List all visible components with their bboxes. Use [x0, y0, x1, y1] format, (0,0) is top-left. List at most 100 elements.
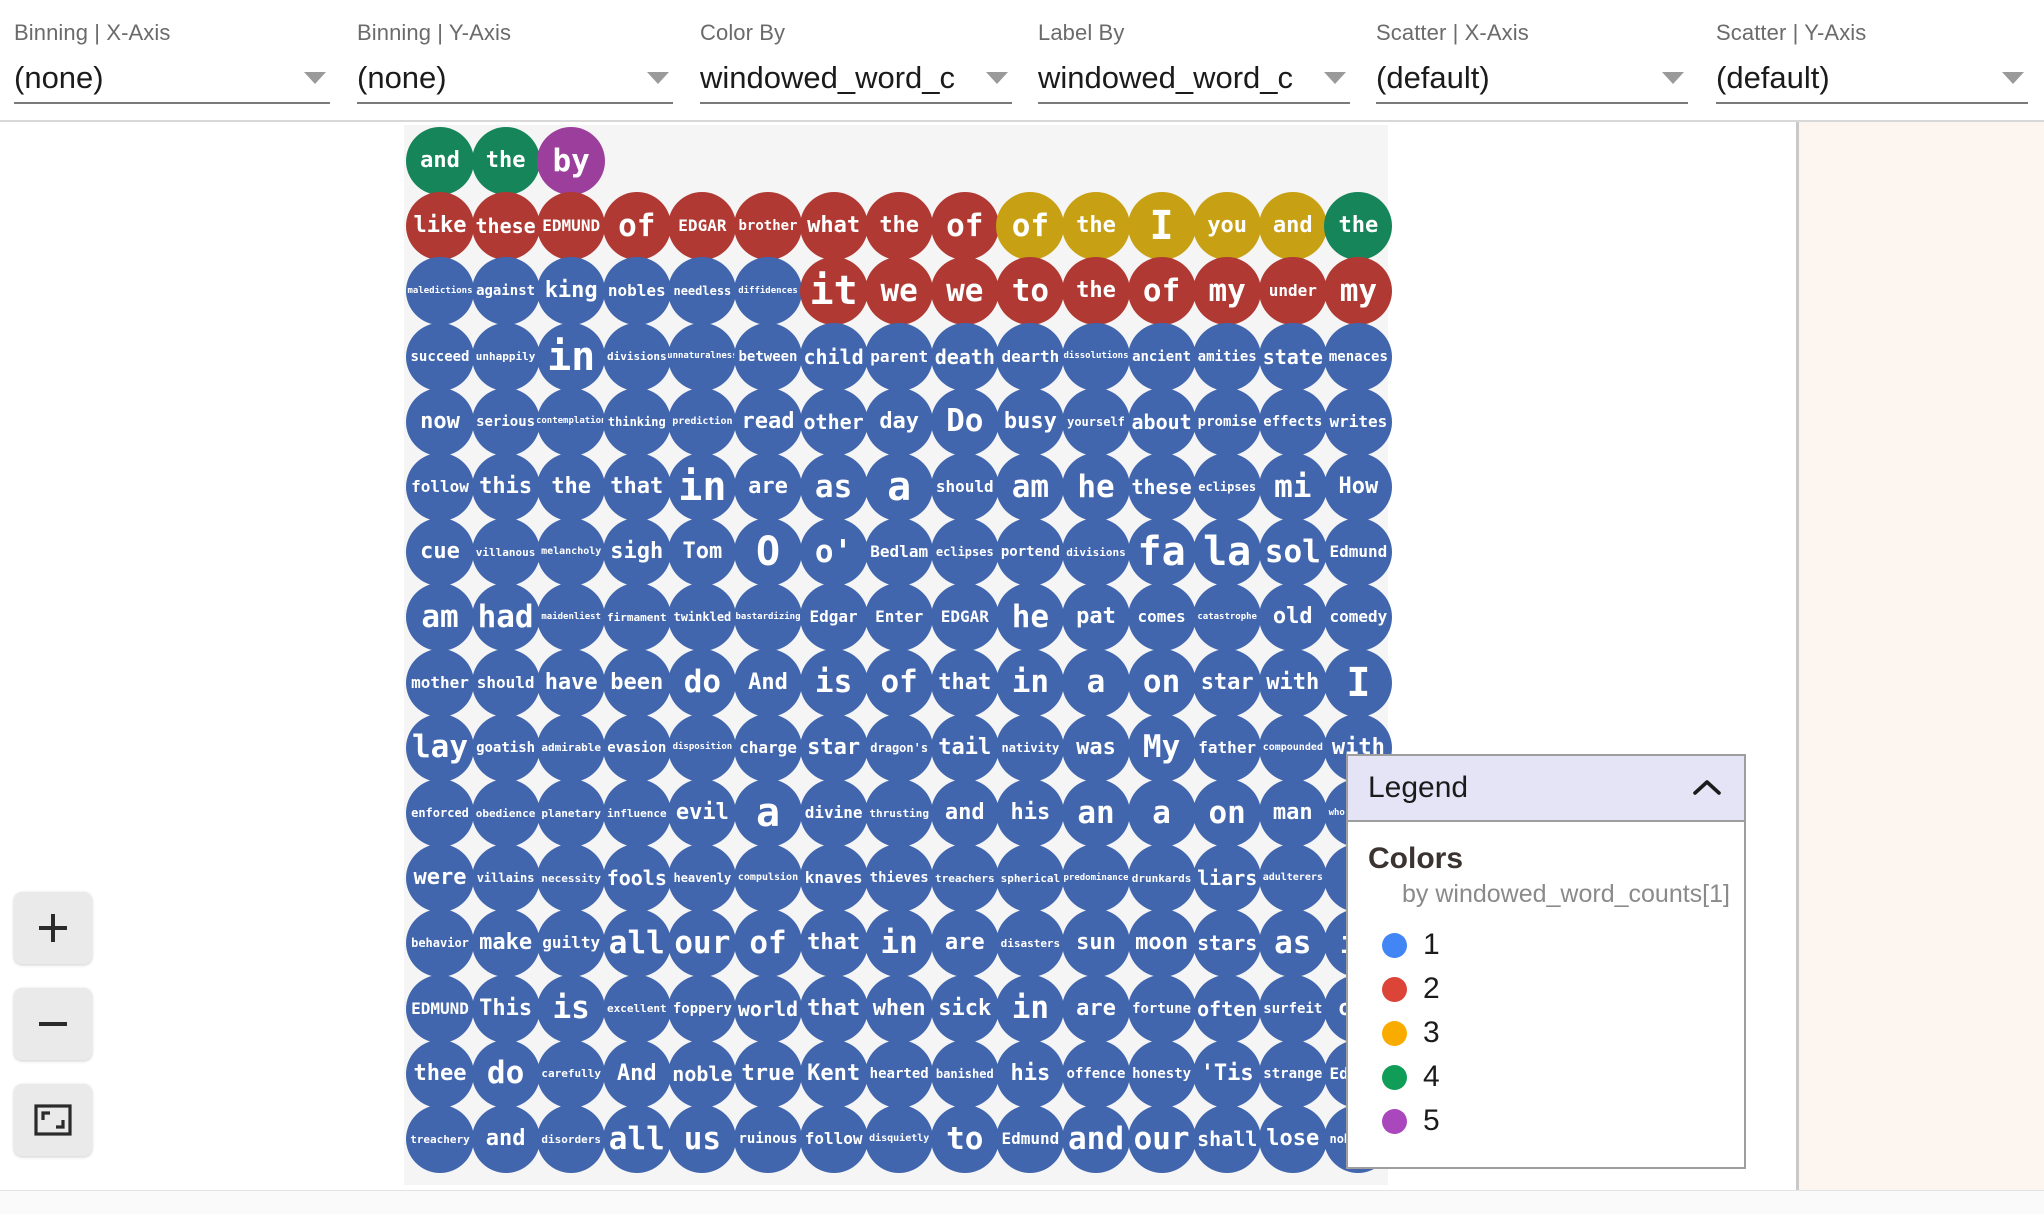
word-bubble[interactable]: father — [1193, 713, 1262, 782]
word-bubble[interactable]: been — [602, 648, 671, 717]
word-bubble[interactable]: evasion — [602, 713, 671, 782]
word-bubble[interactable]: bastardizing — [734, 583, 802, 652]
word-bubble[interactable]: day — [865, 387, 934, 456]
word-bubble[interactable]: 'Tis — [1193, 1039, 1262, 1108]
word-bubble[interactable]: shall — [1193, 1105, 1262, 1173]
word-bubble[interactable]: Edmund — [1324, 518, 1393, 587]
word-bubble[interactable]: pat — [1062, 583, 1130, 652]
word-bubble[interactable]: offence — [1062, 1039, 1130, 1108]
word-bubble[interactable]: eclipses — [1193, 453, 1262, 521]
word-bubble[interactable]: menaces — [1324, 322, 1393, 391]
word-bubble[interactable]: the — [1062, 257, 1130, 326]
chevron-down-icon[interactable] — [1324, 72, 1346, 84]
word-bubble[interactable]: in — [537, 322, 606, 391]
word-bubble[interactable]: EDMUND — [537, 192, 606, 261]
word-bubble[interactable]: busy — [996, 387, 1065, 456]
word-bubble[interactable]: mother — [406, 648, 474, 717]
word-bubble[interactable]: a — [865, 453, 934, 521]
word-bubble[interactable]: heavenly — [668, 844, 737, 913]
word-bubble[interactable]: needless — [668, 257, 737, 326]
word-bubble[interactable]: My — [1127, 713, 1196, 782]
word-bubble[interactable]: unnaturalness — [668, 322, 737, 391]
word-bubble[interactable]: as — [799, 453, 868, 521]
word-bubble[interactable]: read — [734, 387, 802, 456]
word-bubble[interactable]: am — [406, 583, 474, 652]
word-bubble[interactable]: man — [1258, 779, 1327, 847]
chevron-down-icon[interactable] — [986, 72, 1008, 84]
word-bubble[interactable]: excellent — [602, 974, 671, 1043]
chevron-down-icon[interactable] — [2002, 72, 2024, 84]
word-bubble[interactable]: our — [668, 909, 737, 978]
word-bubble[interactable]: liars — [1193, 844, 1262, 913]
word-bubble[interactable]: that — [799, 974, 868, 1043]
word-bubble[interactable]: Bedlam — [865, 518, 934, 587]
control-scatter-x-axis[interactable]: Scatter | X-Axis (default) — [1376, 20, 1688, 104]
word-bubble[interactable]: carefully — [537, 1039, 606, 1108]
word-bubble[interactable]: to — [996, 257, 1065, 326]
word-bubble[interactable]: surfeit — [1258, 974, 1327, 1043]
word-bubble[interactable]: and — [1062, 1105, 1130, 1173]
word-bubble[interactable]: evil — [668, 779, 737, 847]
word-bubble[interactable]: compounded — [1258, 713, 1327, 782]
word-bubble[interactable]: king — [537, 257, 606, 326]
word-bubble[interactable]: amities — [1193, 322, 1262, 391]
word-bubble[interactable]: we — [930, 257, 999, 326]
word-bubble[interactable]: influence — [602, 779, 671, 847]
word-bubble[interactable]: comedy — [1324, 583, 1393, 652]
word-bubble[interactable]: do — [471, 1039, 540, 1108]
word-bubble[interactable]: cue — [406, 518, 474, 587]
word-bubble[interactable]: fortune — [1127, 974, 1196, 1043]
word-bubble[interactable]: had — [471, 583, 540, 652]
word-bubble[interactable]: that — [799, 909, 868, 978]
word-bubble[interactable]: of — [865, 648, 934, 717]
word-bubble[interactable]: diffidences — [734, 257, 802, 326]
word-bubble[interactable]: melancholy — [537, 518, 606, 587]
word-bubble[interactable]: with — [1258, 648, 1327, 717]
word-bubble[interactable]: follow — [406, 453, 474, 521]
legend-item[interactable]: 3 — [1382, 1011, 1744, 1055]
word-bubble[interactable]: is — [537, 974, 606, 1043]
control-select[interactable]: (none) — [14, 56, 330, 104]
word-bubble[interactable]: are — [1062, 974, 1130, 1043]
word-bubble[interactable]: dragon's — [865, 713, 934, 782]
word-bubble[interactable]: o' — [799, 518, 868, 587]
word-bubble[interactable]: tail — [930, 713, 999, 782]
word-bubble[interactable]: between — [734, 322, 802, 391]
word-bubble[interactable]: in — [668, 453, 737, 521]
word-bubble[interactable]: sigh — [602, 518, 671, 587]
word-bubble[interactable]: serious — [471, 387, 540, 456]
word-bubble[interactable]: the — [1324, 192, 1393, 261]
word-bubble[interactable]: catastrophe — [1193, 583, 1262, 652]
word-bubble[interactable]: fa — [1127, 518, 1196, 587]
word-bubble[interactable]: maledictions — [406, 257, 474, 326]
word-bubble[interactable]: planetary — [537, 779, 606, 847]
control-select[interactable]: (default) — [1376, 56, 1688, 104]
word-bubble[interactable]: goatish — [471, 713, 540, 782]
word-bubble[interactable]: Do — [930, 387, 999, 456]
word-bubble[interactable]: strange — [1258, 1039, 1327, 1108]
word-bubble[interactable]: follow — [799, 1105, 868, 1173]
word-bubble[interactable]: should — [930, 453, 999, 521]
word-bubble[interactable]: all — [602, 909, 671, 978]
word-bubble[interactable]: in — [996, 974, 1065, 1043]
word-bubble[interactable]: villanous — [471, 518, 540, 587]
word-bubble[interactable]: the — [1062, 192, 1130, 261]
word-bubble[interactable]: prediction — [668, 387, 737, 456]
word-bubble[interactable]: comes — [1127, 583, 1196, 652]
control-binning-x-axis[interactable]: Binning | X-Axis (none) — [14, 20, 330, 104]
word-bubble[interactable]: charge — [734, 713, 802, 782]
word-bubble[interactable]: like — [406, 192, 474, 261]
word-bubble[interactable]: child — [799, 322, 868, 391]
word-bubble[interactable]: our — [1127, 1105, 1196, 1173]
word-bubble[interactable]: thrusting — [865, 779, 934, 847]
word-bubble[interactable]: mi — [1258, 453, 1327, 521]
word-bubble[interactable]: sol — [1258, 518, 1327, 587]
word-bubble[interactable]: villains — [471, 844, 540, 913]
word-bubble[interactable]: adulterers — [1258, 844, 1327, 913]
word-bubble[interactable]: have — [537, 648, 606, 717]
word-bubble[interactable]: necessity — [537, 844, 606, 913]
word-bubble[interactable]: thieves — [865, 844, 934, 913]
word-bubble[interactable]: and — [930, 779, 999, 847]
word-bubble[interactable]: banished — [930, 1039, 999, 1108]
control-binning-y-axis[interactable]: Binning | Y-Axis (none) — [357, 20, 673, 104]
